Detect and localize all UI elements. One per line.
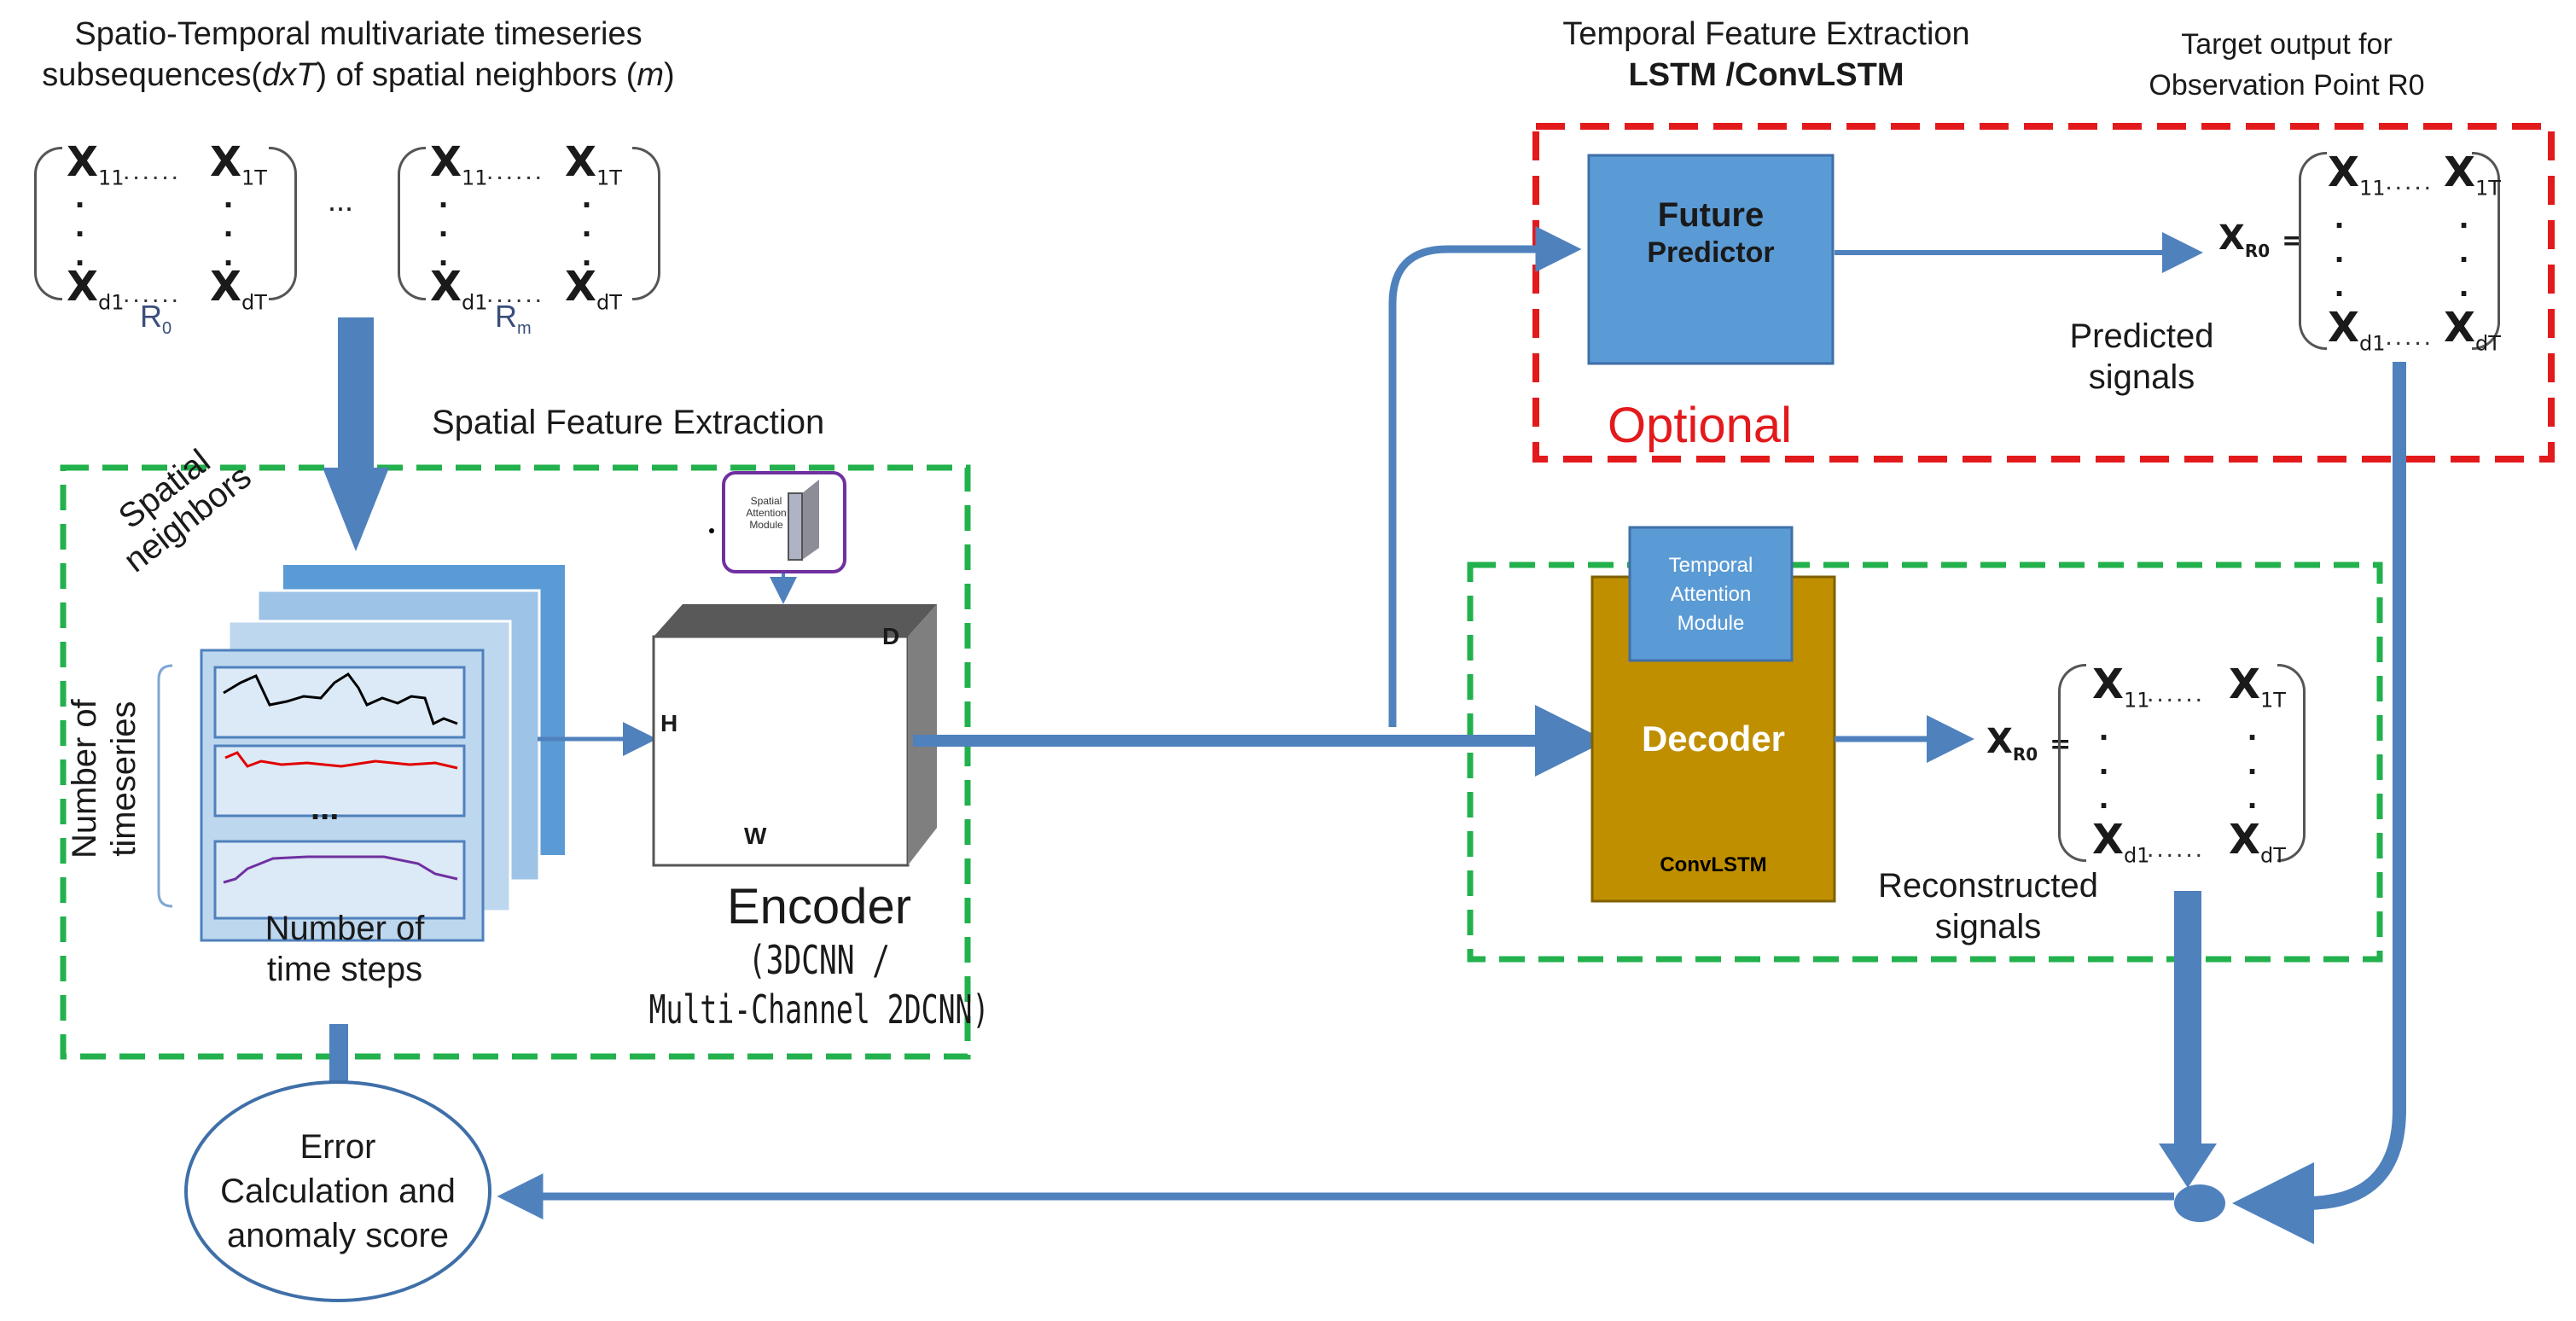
timeseries-bracket: [157, 664, 173, 908]
error-ellipse: [184, 1080, 491, 1302]
encoder-to-predictor-arrow: [1388, 226, 1582, 727]
input-title-line2: subsequences(dxT) of spatial neighbors (…: [42, 57, 675, 93]
input-title-line1: Spatio-Temporal multivariate timeseries: [74, 16, 643, 52]
spatial-attention-label: Spatial Attention Module: [746, 495, 787, 531]
time-steps-label: Number of time steps: [265, 910, 425, 988]
reconstructed-to-merge-arrow: [2159, 891, 2217, 1188]
cube-d-label: D: [882, 623, 900, 649]
input-down-arrow: [323, 317, 389, 551]
predicted-to-merge-arrow: [2232, 362, 2406, 1244]
temporal-attention-label: Temporal Attention Module: [1668, 554, 1753, 635]
spatial-frame: [60, 464, 971, 1060]
matrix-r0: X11 ...... X1T . . . . . . Xd1 ...... Xd…: [34, 138, 297, 315]
convlstm-label: ConvLSTM: [1660, 853, 1767, 876]
error-label: Error Calculation and anomaly score: [220, 1128, 456, 1254]
predicted-matrix: X11 ...... X1T . . . . . . Xd1 ...... Xd…: [2299, 148, 2501, 356]
reconstructed-signals-label: Reconstructed signals: [1878, 867, 2098, 946]
target-output-label: Target output for Observation Point R0: [2149, 28, 2425, 102]
encoder-cube: [652, 604, 937, 867]
predicted-signals-label: Predicted signals: [2069, 317, 2214, 396]
temporal-attention-box: [1628, 526, 1794, 662]
future-predictor-label: Future Predictor: [1647, 196, 1775, 269]
cube-h-label: H: [660, 710, 678, 736]
reconstructed-matrix: X11 ...... X1T . . . . . . Xd1 ...... Xd…: [2058, 660, 2306, 868]
timeseries-stack: [200, 565, 565, 942]
predicted-x-r0: XR0 =: [2218, 218, 2304, 261]
matrix-r0-label: R0: [140, 299, 172, 339]
optional-frame: [1532, 123, 2555, 463]
matrix-rm: X11 ...... X1T . . . . . . Xd1 ...... Xd…: [398, 138, 660, 315]
decoder-frame: [1467, 562, 2383, 963]
encoder-label: Encoder (3DCNN / Multi-Channel 2DCNN): [648, 879, 990, 1033]
future-predictor-box: [1587, 154, 1835, 365]
matrix-ellipsis: ...: [328, 183, 354, 218]
matrix-rm-label: Rm: [495, 299, 532, 339]
input-title: Spatio-Temporal multivariate timeseries …: [0, 14, 717, 96]
merge-node: [2174, 1184, 2225, 1222]
stack-ellipsis: ...: [311, 789, 340, 827]
cube-w-label: W: [744, 823, 767, 849]
number-of-timeseries-label: Number of timeseries: [66, 699, 142, 858]
spatial-title: Spatial Feature Extraction: [432, 404, 825, 441]
optional-label: Optional: [1608, 398, 1793, 453]
temporal-title: Temporal Feature Extraction LSTM /ConvLS…: [1562, 16, 1970, 93]
decoder-label: Decoder: [1641, 719, 1786, 759]
